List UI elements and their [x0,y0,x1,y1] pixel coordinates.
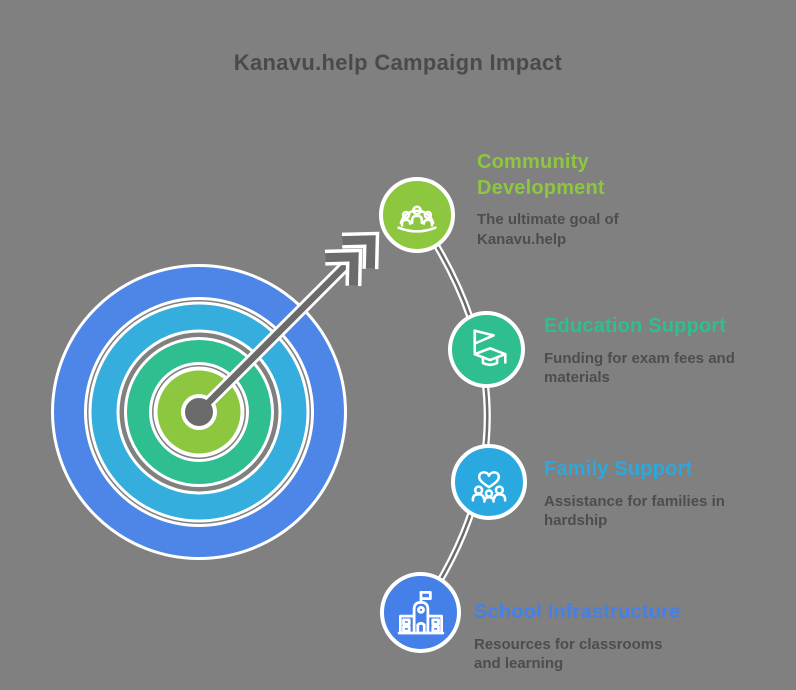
arrow-fletching-icon [324,231,380,287]
milestone-heading: Education Support [544,315,727,337]
milestone-description: The ultimate goal of Kanavu.help [477,211,619,248]
bullseye-target-graphic [51,231,380,560]
milestone-block-education: Education Support Funding for exam fees … [544,314,736,388]
community-people-icon [397,205,437,233]
milestone-block-family: Family Support Assistance for families i… [544,457,736,531]
flag-graduation-cap-icon [473,329,507,367]
milestone-circle-community [379,177,455,253]
milestone-description: Funding for exam fees and materials [544,349,735,387]
milestone-heading: School Infrastructure [474,601,681,623]
page-title: Kanavu.help Campaign Impact [233,50,563,75]
milestone-circle-education [448,311,525,388]
milestone-description: Resources for classrooms and learning [474,635,663,673]
milestone-heading: Community Development [477,151,605,199]
target-ring-emerald [127,340,271,484]
milestone-block-school: School Infrastructure Resources for clas… [474,600,692,674]
target-ring-blue [54,267,344,557]
milestone-circle-school [380,572,461,653]
milestone-heading: Family Support [544,458,693,480]
school-building-icon [397,590,444,634]
milestone-block-community: Community Development The ultimate goal … [477,150,645,249]
arrow-shaft [196,256,355,415]
arrow-hit-dot-core [186,399,212,425]
family-heart-icon [471,471,507,503]
milestone-circle-family [451,444,527,520]
target-ring-cyan [91,304,307,520]
milestone-description: Assistance for families in hardship [544,492,725,530]
